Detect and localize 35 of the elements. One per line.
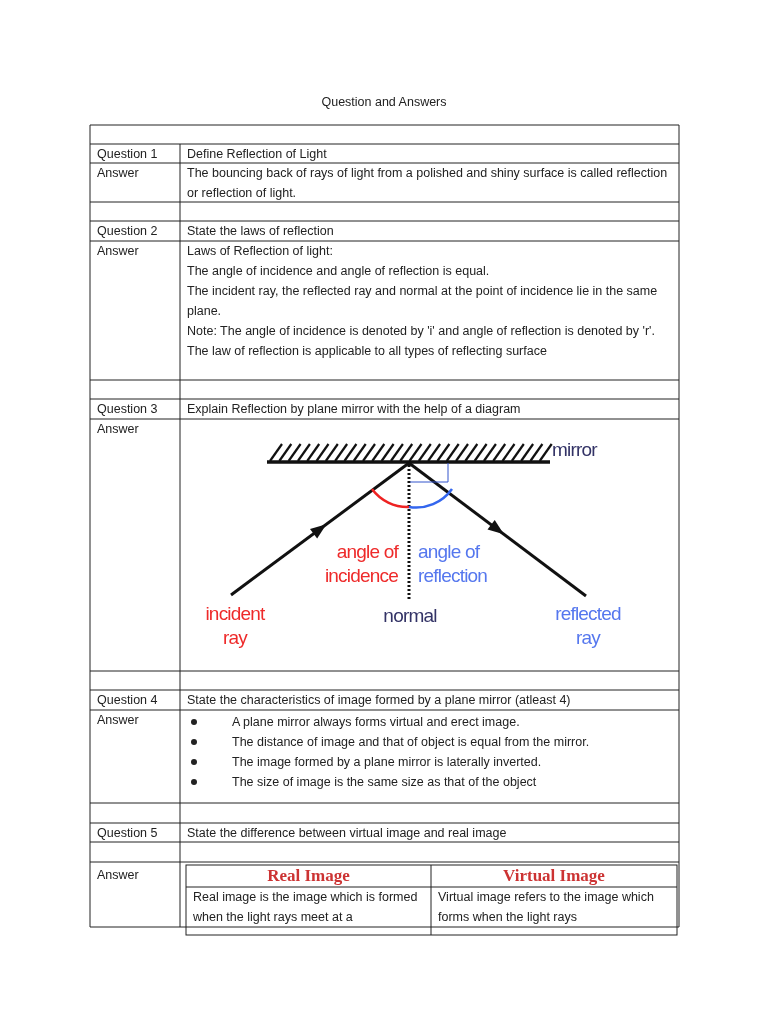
diagram-label: mirror xyxy=(552,438,599,462)
answer-label: Answer xyxy=(97,421,140,438)
question-text: State the laws of reflection xyxy=(187,223,335,240)
page-title: Question and Answers xyxy=(320,94,448,111)
answer-label: Answer xyxy=(97,243,140,260)
diagram-label: reflected ray xyxy=(554,602,622,650)
answer-text: The angle of incidence and angle of reflection is equal. xyxy=(187,263,491,280)
answer-text: Laws of Reflection of light: xyxy=(187,243,334,260)
diagram-label: angle of incidence xyxy=(323,540,398,588)
question-label: Question 3 xyxy=(97,401,159,418)
definition-text: Virtual image refers to the image which forms when the light rays xyxy=(438,889,655,926)
question-label: Question 5 xyxy=(97,825,159,842)
list-item: A plane mirror always forms virtual and erect image. xyxy=(187,712,520,732)
answer-text: Note: The angle of incidence is denoted by 'i' and angle of reflection is denoted by 'r'. The law of reflection is applicable to all types of reflecting surface xyxy=(187,323,656,360)
answer-label: Answer xyxy=(97,867,140,884)
question-label: Question 4 xyxy=(97,692,159,709)
column-heading: Real Image xyxy=(266,865,351,887)
question-text: State the characteristics of image formed by a plane mirror (atleast 4) xyxy=(187,692,572,709)
answer-text: The incident ray, the reflected ray and normal at the point of incidence lie in the same plane. xyxy=(187,283,659,320)
question-label: Question 2 xyxy=(97,223,159,240)
diagram-label: angle of reflection xyxy=(418,540,489,588)
answer-label: Answer xyxy=(97,712,140,729)
column-heading: Virtual Image xyxy=(502,865,606,887)
answer-text: The bouncing back of rays of light from a polished and shiny surface is called reflection or reflection of light. xyxy=(187,165,669,202)
answer-label: Answer xyxy=(97,165,140,182)
list-item: The image formed by a plane mirror is laterally inverted. xyxy=(187,752,542,772)
question-text: State the difference between virtual image and real image xyxy=(187,825,508,842)
definition-text: Real image is the image which is formed when the light rays meet at a xyxy=(193,889,419,926)
question-label: Question 1 xyxy=(97,146,159,163)
diagram-label: normal xyxy=(382,604,438,628)
list-item: The distance of image and that of object is equal from the mirror. xyxy=(187,732,590,752)
list-item: The size of image is the same size as that of the object xyxy=(187,772,537,792)
diagram-label: incident ray xyxy=(204,602,266,650)
question-text: Explain Reflection by plane mirror with the help of a diagram xyxy=(187,401,522,418)
question-text: Define Reflection of Light xyxy=(187,146,328,163)
